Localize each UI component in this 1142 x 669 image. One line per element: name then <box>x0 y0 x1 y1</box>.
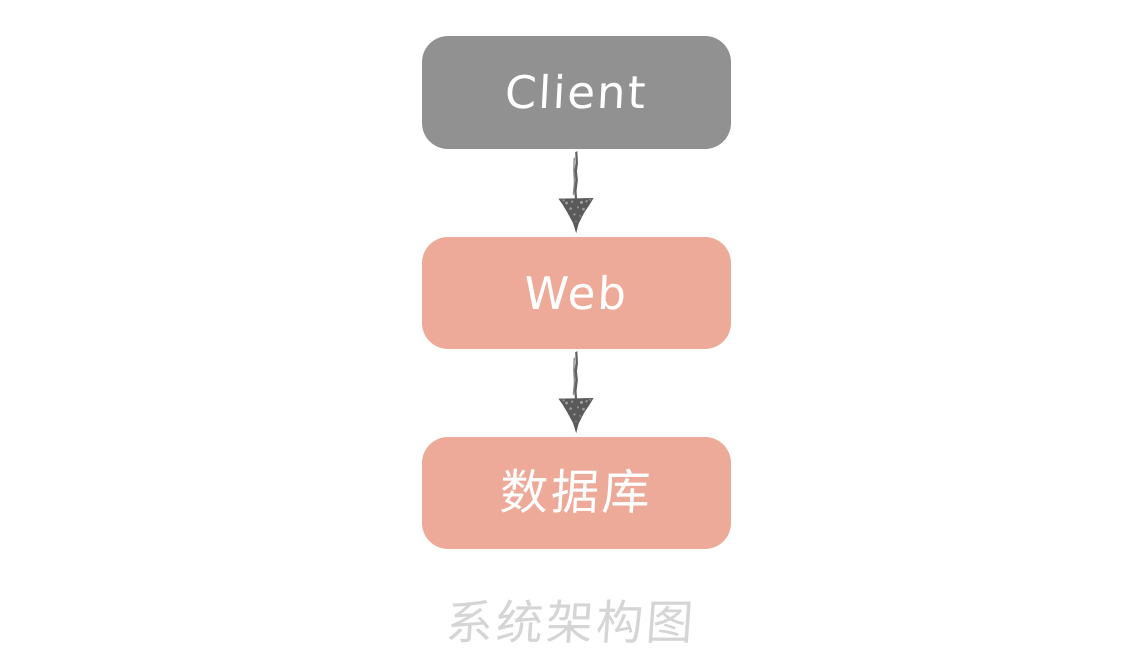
diagram-node-web[interactable]: Web <box>422 237 731 349</box>
diagram-node-web-label: Web <box>523 266 630 320</box>
arrow-client-to-web <box>552 149 600 237</box>
arrow-web-to-database <box>552 349 600 437</box>
diagram-caption: 系统架构图 <box>444 596 698 651</box>
arrow-shaft-and-head <box>558 151 594 234</box>
diagram-node-database[interactable]: 数据库 <box>422 437 731 549</box>
arrow-shaft-and-head <box>558 351 594 434</box>
diagram-node-client-label: Client <box>503 66 650 119</box>
diagram-node-database-label: 数据库 <box>498 465 655 521</box>
diagram-node-client[interactable]: Client <box>422 36 731 149</box>
